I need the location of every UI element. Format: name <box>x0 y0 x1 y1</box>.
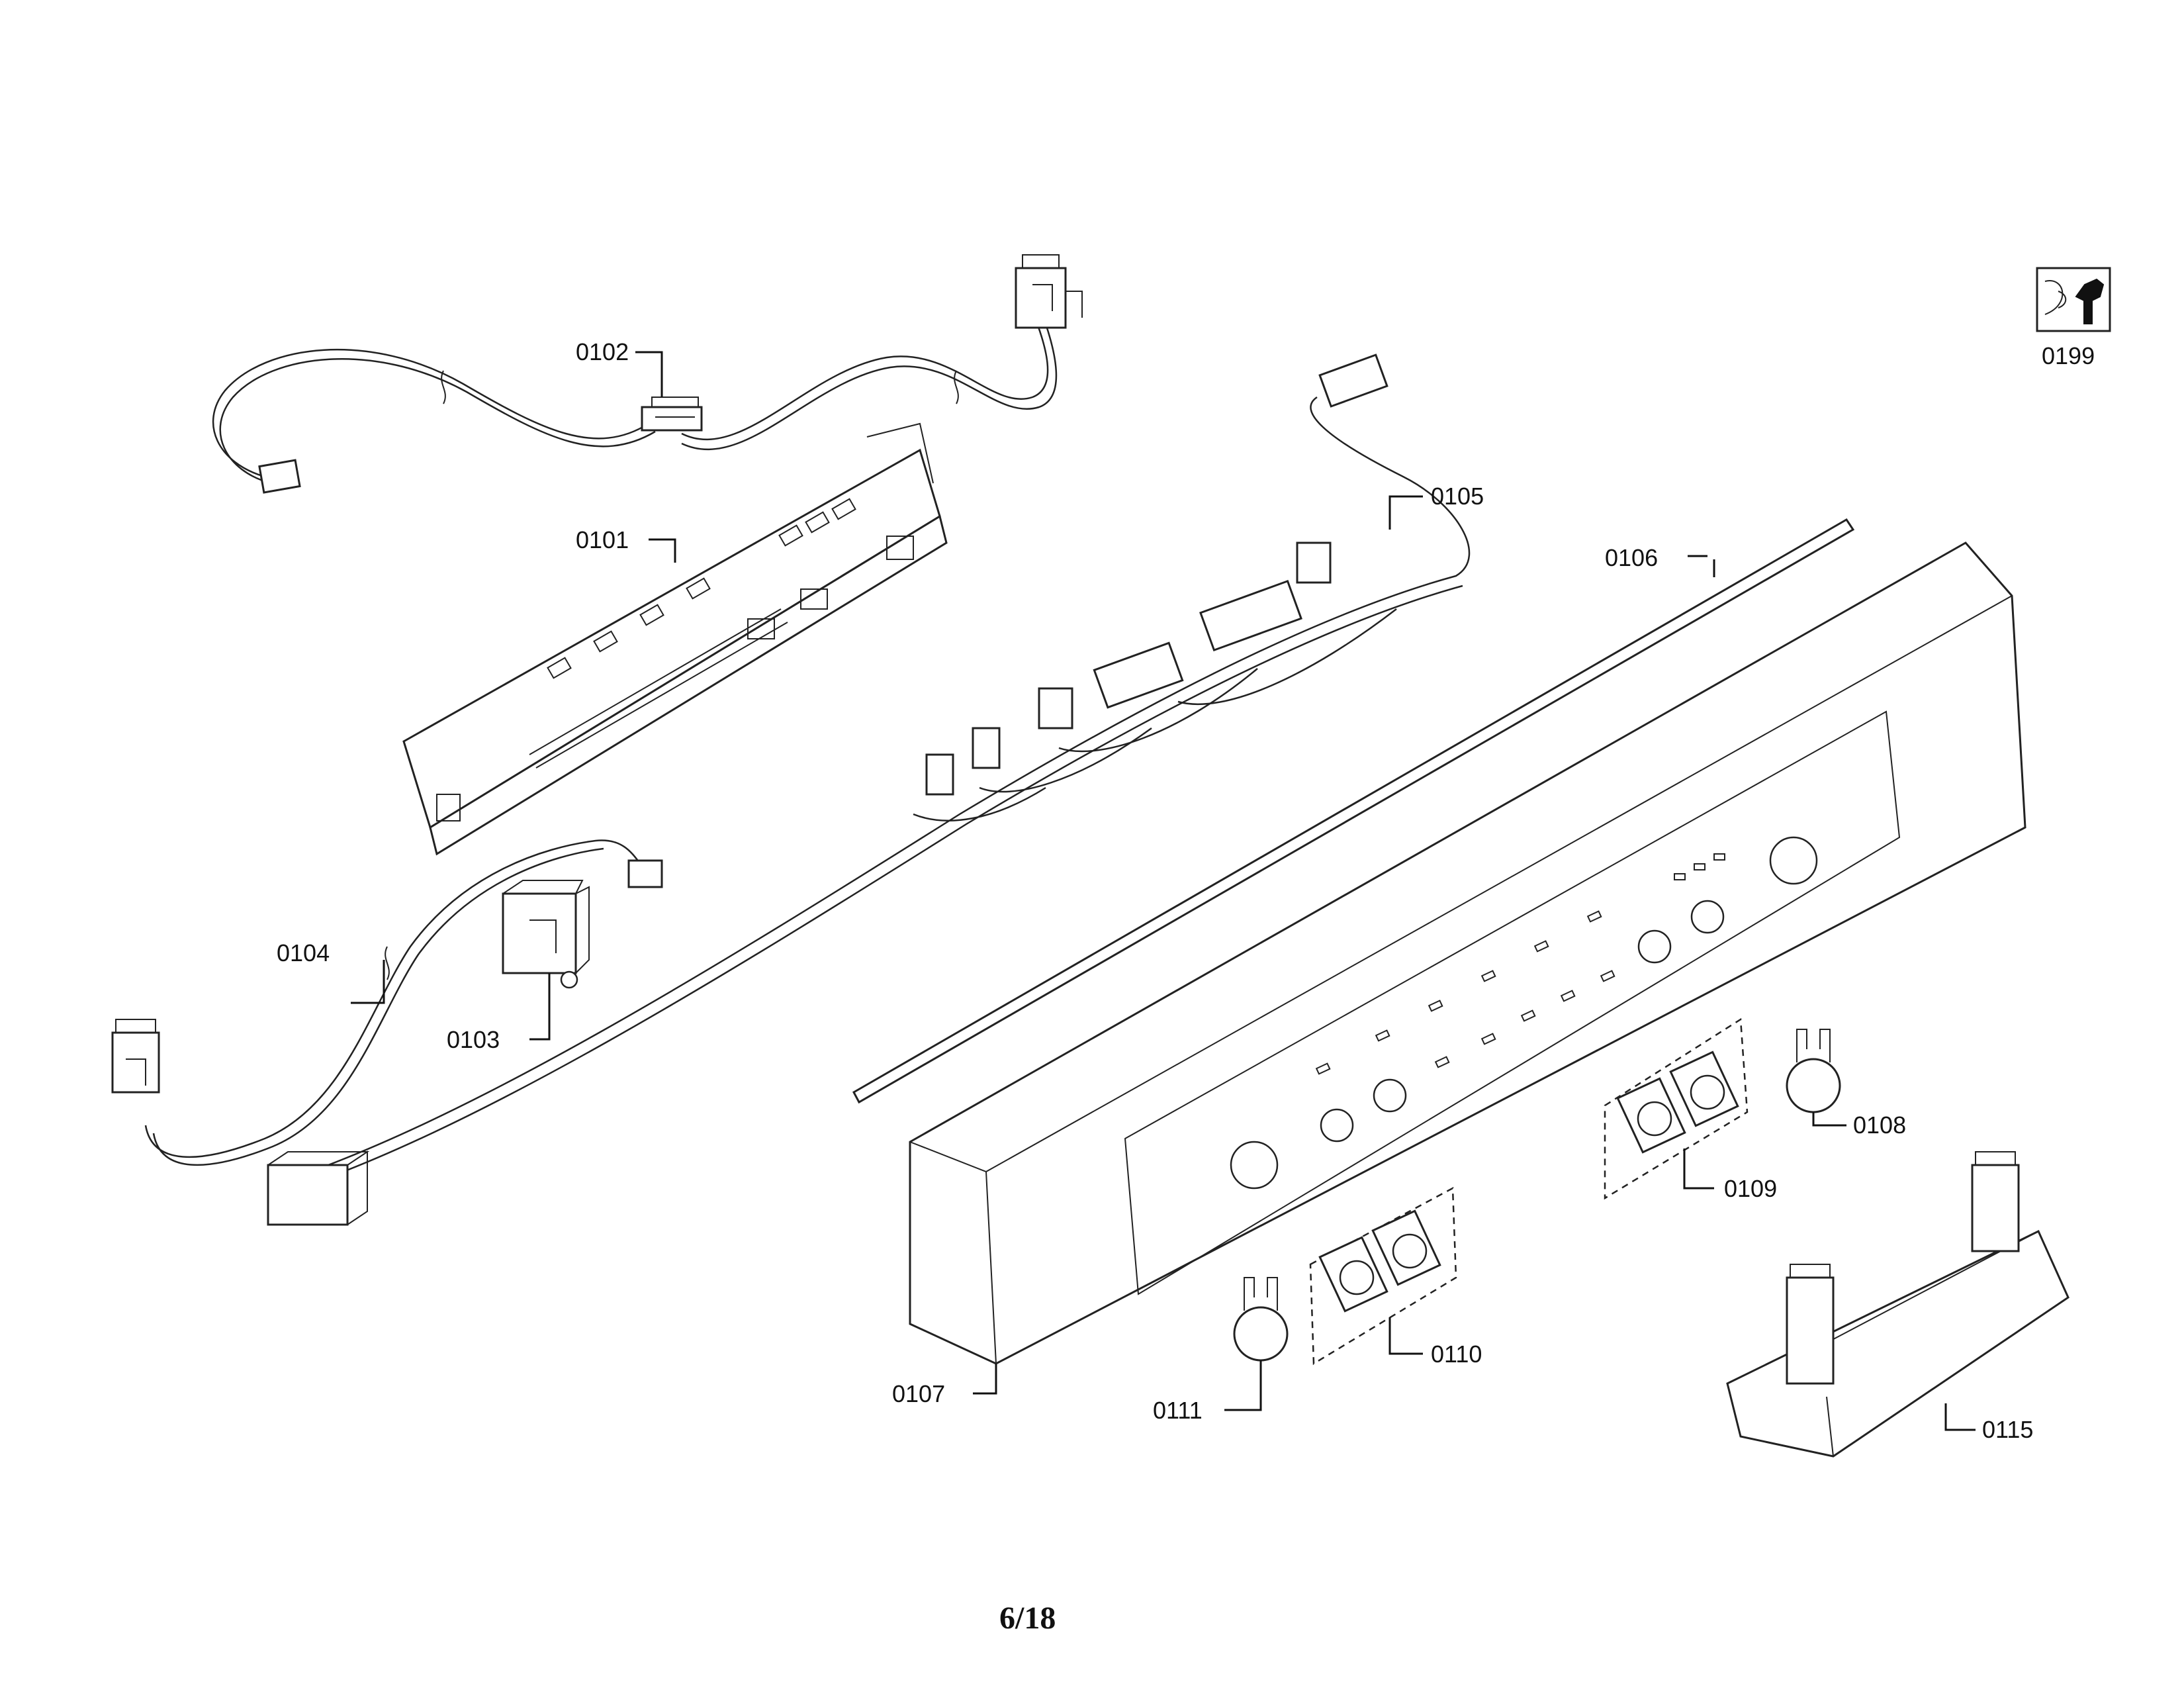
label-0102: 0102 <box>576 338 629 365</box>
label-0108: 0108 <box>1853 1111 1906 1139</box>
label-0199: 0199 <box>2042 342 2095 369</box>
part-0102-wire-harness <box>212 254 1083 494</box>
part-0103-switch <box>502 880 590 989</box>
part-0109-button-pair <box>1604 1017 1749 1200</box>
label-0106: 0106 <box>1605 544 1658 571</box>
part-0105-wire-harness <box>271 353 1471 1196</box>
label-0105: 0105 <box>1431 483 1484 510</box>
part-0107-control-panel <box>909 541 2026 1365</box>
label-0110: 0110 <box>1431 1340 1482 1368</box>
part-0110-button-pair <box>1309 1186 1457 1366</box>
part-0101-control-board-frame <box>402 422 948 856</box>
label-0101: 0101 <box>576 526 629 553</box>
label-0107: 0107 <box>892 1380 945 1407</box>
part-0108-knob <box>1786 1029 1841 1113</box>
label-0104: 0104 <box>277 939 330 966</box>
label-0109: 0109 <box>1724 1175 1777 1202</box>
part-0111-knob <box>1233 1277 1289 1362</box>
part-0104-wire-harness <box>111 839 663 1226</box>
panel-buttons <box>1230 836 1818 1190</box>
part-0106-seal-strip <box>852 518 1855 1104</box>
label-0103: 0103 <box>447 1026 500 1053</box>
wrench-icon <box>2036 267 2111 333</box>
part-0115-bracket <box>1726 1151 2070 1458</box>
label-0115: 0115 <box>1982 1416 2033 1443</box>
label-0111: 0111 <box>1153 1397 1203 1424</box>
page-number: 6/18 <box>999 1601 1056 1636</box>
